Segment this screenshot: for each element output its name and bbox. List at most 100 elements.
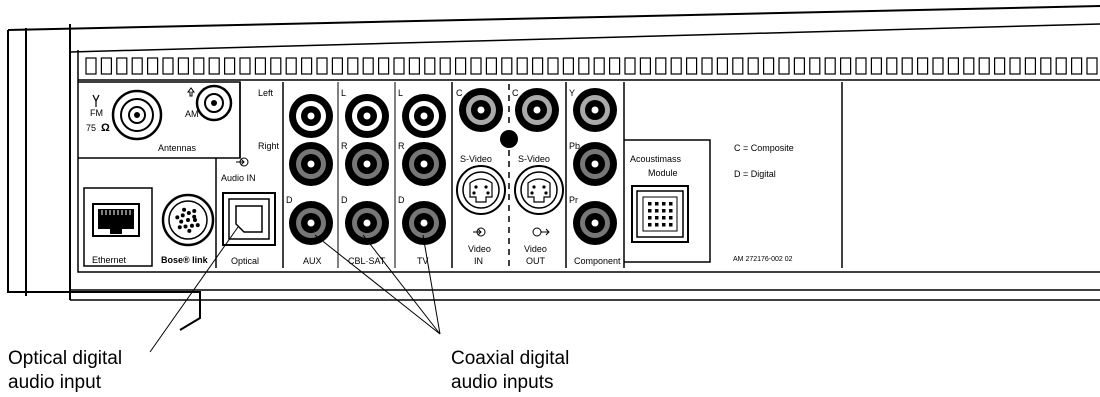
ohm-symbol: Ω: [101, 122, 110, 134]
vent-slot: [762, 57, 775, 75]
vent-slot: [100, 57, 113, 75]
video-in-label-line1: Video: [468, 244, 491, 254]
audio-in-arrow-icon: [236, 157, 249, 167]
vent-slot: [470, 57, 482, 75]
chassis: [7, 5, 1100, 331]
vent-slot: [993, 57, 1006, 75]
panel-dividers: [78, 81, 843, 268]
vent-slot: [1040, 57, 1052, 75]
vent-slot: [239, 57, 251, 75]
svideo-out-port: [514, 165, 564, 215]
vent-slot: [916, 57, 929, 75]
tv-digital-marker: D: [398, 195, 405, 205]
coaxial-callout-line1: Coaxial digital: [451, 348, 569, 369]
svideo-out-label: S-Video: [518, 154, 550, 164]
vent-slot: [301, 57, 313, 75]
part-number: AM 272176-002 02: [733, 256, 793, 263]
acoustimass-label-line2: Module: [648, 168, 678, 178]
vent-slot: [424, 57, 436, 75]
vent-slot: [270, 57, 282, 75]
ethernet-port: [92, 203, 140, 237]
cblsat-right-jack: [345, 142, 389, 186]
vent-slot: [870, 57, 883, 75]
svideo-in-port: [456, 165, 506, 215]
video-in-arrow-icon: [473, 227, 486, 237]
vent-slot: [886, 57, 898, 75]
vent-slot: [224, 57, 236, 75]
aux-right-jack: [289, 142, 333, 186]
fm-antenna-jack: [111, 89, 163, 141]
vent-slot: [547, 57, 559, 75]
vent-slot: [393, 57, 405, 75]
vent-slot: [1024, 57, 1037, 75]
vent-slot: [1055, 57, 1067, 75]
vent-slot: [639, 57, 652, 75]
vent-slot: [131, 57, 143, 75]
vent-slot: [254, 57, 266, 75]
am-antenna-jack: [195, 84, 233, 122]
vent-slot: [578, 57, 590, 75]
component-pb-marker: Pb: [569, 141, 580, 151]
vent-slot: [824, 57, 836, 75]
vent-slot: [947, 57, 960, 75]
vent-slot: [963, 57, 975, 75]
video-out-c-marker: C: [512, 88, 519, 98]
acoustimass-module-port: [631, 185, 689, 243]
vent-slot: [516, 57, 528, 75]
vent-slot: [1086, 57, 1098, 75]
vent-slot: [716, 57, 729, 75]
tv-right-jack: [402, 142, 446, 186]
vent-slot: [208, 57, 220, 75]
component-label: Component: [574, 256, 621, 266]
cblsat-digital-jack: [345, 201, 389, 245]
fm-ohms: 75: [86, 123, 96, 133]
vent-slot: [793, 57, 806, 75]
component-pb-jack: [573, 142, 617, 186]
cblsat-label: CBL·SAT: [348, 256, 386, 266]
video-out-label-line2: OUT: [526, 256, 546, 266]
acoustimass-label-line1: Acoustimass: [630, 154, 682, 164]
video-in-c-marker: C: [456, 88, 463, 98]
vent-slot: [701, 57, 713, 75]
aux-left-jack: [289, 94, 333, 138]
vent-slot: [408, 57, 420, 75]
vent-slot: [501, 57, 513, 75]
vent-slot: [162, 57, 174, 75]
tv-r-marker: R: [398, 141, 405, 151]
vent-slot: [362, 57, 374, 75]
rca-jacks: [289, 88, 617, 245]
vent-slot: [116, 57, 128, 75]
optical-label: Optical: [231, 256, 259, 266]
vent-slot: [531, 57, 544, 75]
vent-slot: [193, 57, 205, 75]
vent-slot: [732, 57, 744, 75]
bose-link-label: Bose® link: [161, 255, 209, 265]
svideo-in-label: S-Video: [460, 154, 492, 164]
fm-label: FM: [90, 108, 103, 118]
vent-slot: [1009, 57, 1021, 75]
vent-slot: [378, 57, 390, 75]
vent-slot: [978, 57, 990, 75]
vent-slot: [839, 57, 852, 75]
am-antenna-icon: [187, 87, 195, 97]
vent-slot: [778, 57, 790, 75]
vent-slot: [624, 57, 636, 75]
component-pr-marker: Pr: [569, 195, 578, 205]
vent-slot: [655, 57, 667, 75]
video-out-composite-jack: [515, 88, 559, 132]
left-label: Left: [258, 88, 274, 98]
vent-slot: [455, 57, 467, 75]
cblsat-digital-marker: D: [341, 195, 348, 205]
video-center-screw: [500, 130, 518, 148]
antennas-label: Antennas: [158, 143, 197, 153]
am-label: AM: [185, 109, 199, 119]
vent-slot: [285, 57, 297, 75]
component-y-marker: Y: [569, 88, 575, 98]
vent-slot: [608, 57, 621, 75]
vent-slot: [747, 57, 759, 75]
vent-slot: [593, 57, 605, 75]
tv-l-marker: L: [398, 88, 403, 98]
video-out-arrow-icon: [532, 227, 550, 237]
tv-left-jack: [402, 94, 446, 138]
